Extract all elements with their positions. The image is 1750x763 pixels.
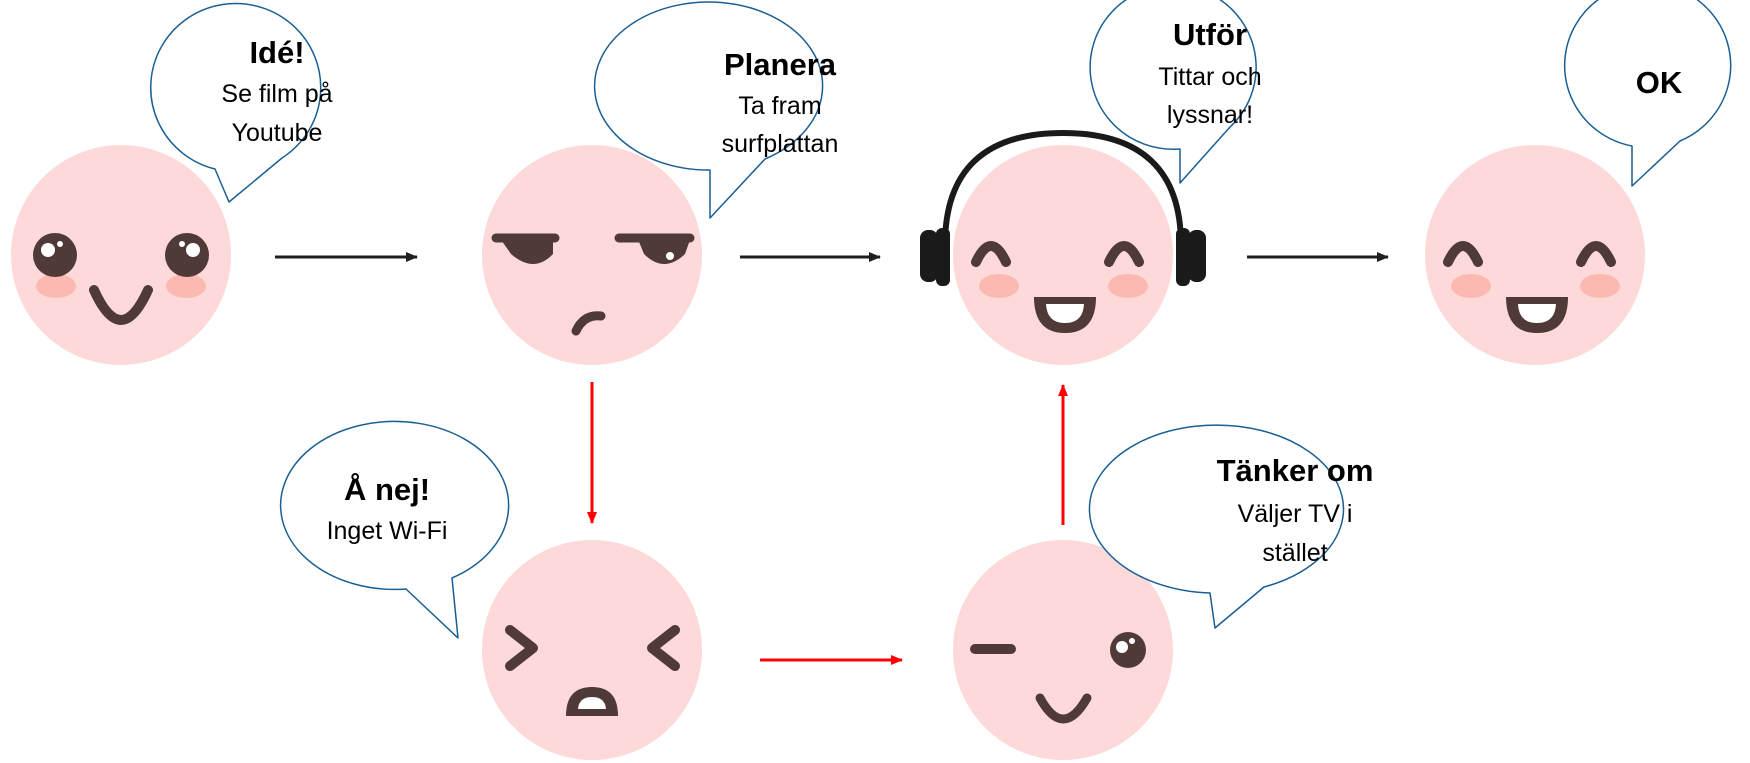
eye	[647, 625, 680, 671]
eye-highlight	[1116, 641, 1128, 653]
mouth	[571, 311, 606, 336]
face-plan	[482, 145, 702, 365]
cheek	[166, 274, 206, 298]
eye	[33, 233, 77, 277]
bubble-text: Se film på	[221, 80, 332, 108]
bubble-text: Väljer TV i	[1238, 500, 1353, 528]
mouth-teeth	[1518, 304, 1556, 323]
bubble-title: OK	[1636, 65, 1683, 100]
cheek	[1451, 274, 1491, 298]
eye	[1110, 632, 1146, 668]
headphones-icon	[920, 129, 1206, 286]
bubble-text: Ta fram	[738, 92, 821, 120]
speech-bubble-idea: Idé! Se film på Youtube	[149, 2, 333, 203]
eye-highlight	[57, 241, 63, 247]
eye	[1104, 241, 1144, 267]
face-circle	[482, 145, 702, 365]
eye-highlight	[186, 243, 200, 257]
eye-highlight	[41, 243, 55, 257]
headphones-band	[942, 129, 1184, 246]
eye	[499, 237, 553, 264]
face-circle	[953, 145, 1173, 365]
mouth-teeth	[1046, 304, 1084, 323]
bubble-text: Youtube	[232, 119, 323, 147]
face-circle	[1425, 145, 1645, 365]
speech-bubble-execute: Utför Tittar och lyssnar!	[1089, 0, 1262, 184]
bubble-title: Planera	[724, 47, 837, 82]
bubble-title: Å nej!	[344, 472, 430, 507]
bubble-title: Tänker om	[1217, 453, 1374, 488]
bubble-shape	[1089, 0, 1257, 184]
bubble-text: surfplattan	[722, 130, 839, 158]
eye	[971, 241, 1011, 267]
bubble-text: Inget Wi-Fi	[327, 517, 448, 545]
speech-bubble-ok: OK	[1563, 0, 1732, 187]
eye-highlight	[179, 241, 185, 247]
headphones-ear-cup	[920, 230, 938, 282]
bubble-shape	[1563, 0, 1732, 187]
headphones-ear-cup	[1188, 230, 1206, 282]
face-circle	[482, 540, 702, 760]
speech-bubble-rethink: Tänker om Väljer TV i stället	[1088, 424, 1374, 629]
mouth-teeth	[578, 697, 606, 709]
eye	[165, 233, 209, 277]
bubble-shape	[1088, 424, 1345, 629]
speech-bubble-plan: Planera Ta fram surfplattan	[593, 1, 839, 219]
mouth	[1035, 693, 1092, 724]
mouth	[89, 285, 153, 325]
eye	[1576, 241, 1616, 267]
face-rethink	[953, 540, 1173, 760]
bubble-text: lyssnar!	[1167, 101, 1253, 129]
headphones-ear-pad	[936, 228, 950, 286]
face-ok	[1425, 145, 1645, 365]
eye-highlight	[666, 252, 674, 260]
bubble-shape	[279, 420, 510, 639]
headphones-ear-pad	[1176, 228, 1190, 286]
bubble-shape	[593, 1, 824, 219]
cheek	[979, 274, 1019, 298]
face-circle	[953, 540, 1173, 760]
face-problem	[482, 540, 702, 760]
cheek	[1108, 274, 1148, 298]
bubble-shape	[149, 2, 322, 203]
bubble-title: Utför	[1173, 17, 1247, 52]
face-idea	[11, 145, 231, 365]
bubble-text: stället	[1262, 539, 1327, 567]
eye	[505, 625, 538, 671]
face-execute	[920, 129, 1206, 365]
eye	[1443, 241, 1483, 267]
face-circle	[11, 145, 231, 365]
eye	[637, 237, 691, 264]
cheek	[1580, 274, 1620, 298]
bubble-text: Tittar och	[1158, 63, 1261, 91]
bubble-title: Idé!	[249, 35, 304, 70]
speech-bubble-problem: Å nej! Inget Wi-Fi	[279, 420, 510, 639]
cheek	[36, 274, 76, 298]
eye-highlight	[1129, 638, 1135, 644]
